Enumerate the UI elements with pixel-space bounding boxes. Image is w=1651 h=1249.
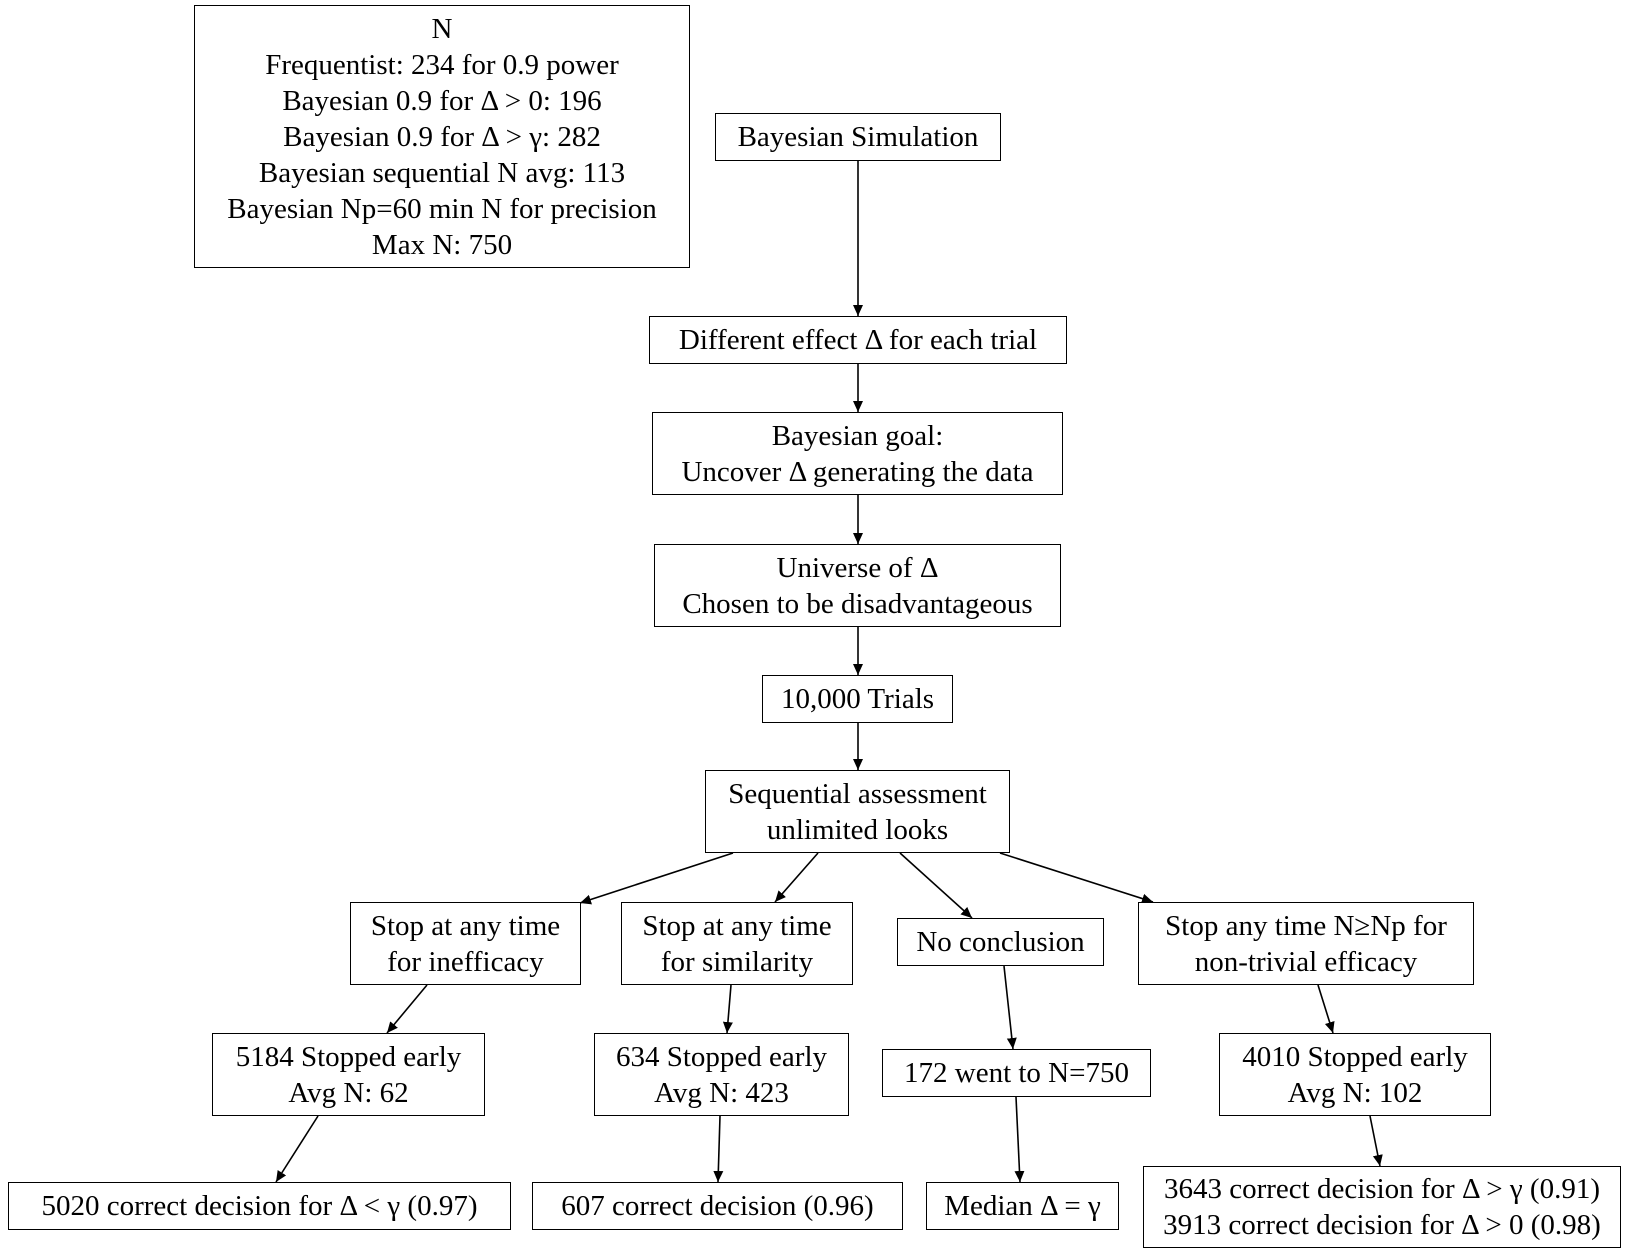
n-universe-line-2: Chosen to be disadvantageous — [682, 587, 1033, 620]
n-summary-line-3: Bayesian 0.9 for Δ > 0: 196 — [282, 84, 602, 117]
arrow-n-eff-stop-to-n-eff-dec — [1369, 1115, 1383, 1167]
n-seq-line-2: unlimited looks — [766, 813, 949, 846]
arrow-n-seq-to-n-sim2 — [774, 852, 819, 903]
n-eff-dec-box: 3643 correct decision for Δ > γ (0.91) 39… — [1143, 1166, 1621, 1248]
n-trials-line-1: 10,000 Trials — [780, 683, 935, 715]
arrow-n-eff-to-n-eff-stop — [1317, 984, 1335, 1034]
n-eff-line-1: Stop any time N≥Np for — [1165, 909, 1447, 942]
n-trials-box: 10,000 Trials — [762, 675, 953, 723]
arrow-n-seq-to-n-ineff — [579, 852, 734, 905]
n-effect-box: Different effect Δ for each trial — [649, 316, 1067, 364]
n-summary-line-4: Bayesian 0.9 for Δ > γ: 282 — [283, 120, 601, 153]
arrow-n-nocon-750-to-n-nocon-med — [1014, 1096, 1025, 1183]
n-nocon-box: No conclusion — [897, 918, 1104, 966]
n-ineff-stop-line-1: 5184 Stopped early — [235, 1040, 462, 1073]
arrow-n-sim2-stop-to-n-sim2-dec — [713, 1115, 724, 1183]
n-nocon-750-line-1: 172 went to N=750 — [904, 1057, 1129, 1089]
n-summary-line-6: Bayesian Np=60 min N for precision — [227, 192, 657, 225]
n-nocon-med-box: Median Δ = γ — [926, 1182, 1119, 1230]
n-nocon-750-box: 172 went to N=750 — [882, 1049, 1151, 1097]
n-goal-line-1: Bayesian goal: — [771, 419, 944, 452]
n-sim-box: Bayesian Simulation — [715, 113, 1001, 161]
n-sim2-dec-line-1: 607 correct decision (0.96) — [561, 1190, 874, 1222]
n-ineff-dec-box: 5020 correct decision for Δ < γ (0.97) — [8, 1182, 511, 1230]
n-sim2-line-1: Stop at any time — [642, 909, 832, 942]
n-eff-dec-line-1: 3643 correct decision for Δ > γ (0.91) — [1164, 1173, 1600, 1205]
n-summary-line-1: N — [431, 12, 453, 45]
n-ineff-line-2: for inefficacy — [387, 945, 544, 978]
n-ineff-stop-line-2: Avg N: 62 — [288, 1076, 409, 1109]
n-sim2-stop-line-2: Avg N: 423 — [654, 1076, 789, 1109]
n-sim-line-1: Bayesian Simulation — [737, 121, 979, 153]
n-goal-line-2: Uncover Δ generating the data — [681, 455, 1034, 488]
n-eff-stop-line-2: Avg N: 102 — [1287, 1076, 1423, 1109]
n-summary-line-2: Frequentist: 234 for 0.9 power — [265, 48, 619, 81]
n-effect-line-1: Different effect Δ for each trial — [678, 324, 1038, 356]
n-sim2-stop-line-1: 634 Stopped early — [615, 1040, 827, 1073]
arrow-n-seq-to-n-eff — [999, 852, 1154, 904]
n-nocon-line-1: No conclusion — [916, 926, 1085, 958]
n-sim2-line-2: for similarity — [660, 945, 814, 978]
n-universe-line-1: Universe of Δ — [776, 551, 939, 584]
arrow-n-ineff-to-n-ineff-stop — [386, 984, 428, 1034]
arrow-n-nocon-to-n-nocon-750 — [1003, 965, 1017, 1050]
n-summary-line-7: Max N: 750 — [371, 228, 513, 261]
n-seq-line-1: Sequential assessment — [728, 777, 987, 810]
n-ineff-line-1: Stop at any time — [370, 909, 561, 942]
n-eff-stop-line-1: 4010 Stopped early — [1242, 1040, 1468, 1073]
n-goal-box: Bayesian goal:Uncover Δ generating the d… — [652, 412, 1063, 495]
arrow-n-seq-to-n-nocon — [899, 852, 973, 919]
arrow-n-ineff-stop-to-n-ineff-dec — [275, 1115, 319, 1183]
n-eff-line-2: non-trivial efficacy — [1194, 945, 1418, 978]
n-nocon-med-line-1: Median Δ = γ — [944, 1190, 1101, 1222]
n-ineff-dec-line-1: 5020 correct decision for Δ < γ (0.97) — [41, 1190, 478, 1222]
n-summary-line-5: Bayesian sequential N avg: 113 — [258, 156, 626, 189]
n-eff-dec-line-2: 3913 correct decision for Δ > 0 (0.98) — [1163, 1209, 1601, 1241]
arrow-n-sim2-to-n-sim2-stop — [722, 984, 733, 1034]
n-sim2-dec-box: 607 correct decision (0.96) — [532, 1182, 903, 1230]
